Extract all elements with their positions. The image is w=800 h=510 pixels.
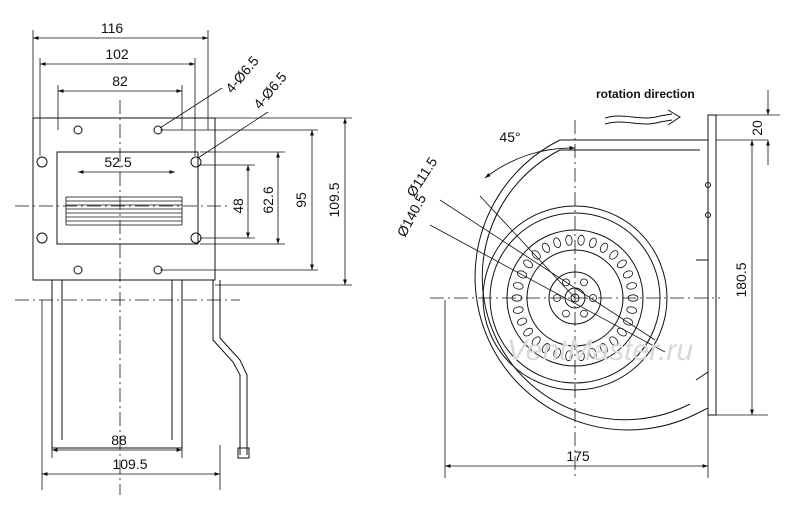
- side-dimension-lines: [32, 30, 352, 490]
- dim-20: 20: [749, 120, 765, 136]
- impeller-slot: [516, 317, 528, 326]
- flange-bolt: [705, 182, 711, 188]
- dim-dia-111-5: Ø111.5: [403, 154, 440, 200]
- mount-hole: [36, 232, 48, 244]
- hub-hole: [562, 278, 570, 287]
- hub-hole: [580, 278, 588, 287]
- impeller-slot: [609, 336, 619, 346]
- front-view: [474, 114, 717, 431]
- scroll-housing: [474, 139, 709, 431]
- dim-hole-b: 4-Ø6.5: [250, 69, 290, 112]
- impeller-slot: [577, 350, 585, 362]
- dim-102: 102: [105, 46, 129, 62]
- impeller-slot: [565, 234, 573, 246]
- impeller-slot: [622, 270, 634, 279]
- dim-116: 116: [101, 20, 124, 36]
- impeller-slot: [523, 259, 533, 269]
- mount-hole: [190, 232, 202, 244]
- front-dimension-lines: [429, 90, 780, 478]
- impeller-slot: [541, 343, 551, 354]
- mount-hole: [36, 156, 48, 168]
- dim-dia-140-5: Ø140.5: [394, 191, 430, 239]
- impeller-slot: [541, 242, 551, 253]
- dim-109-5-vert: 109.5: [326, 182, 342, 217]
- hub-hole: [562, 309, 570, 318]
- housing-body: [51, 280, 183, 449]
- dim-95: 95: [293, 192, 309, 208]
- dim-82: 82: [112, 73, 128, 89]
- outlet-flange: [707, 114, 717, 416]
- flange-plate: [32, 117, 216, 281]
- dim-109-5-bottom: 109.5: [112, 456, 147, 472]
- impeller-slot: [589, 237, 597, 249]
- mount-hole: [73, 265, 83, 275]
- mount-hole: [73, 125, 83, 135]
- dim-48: 48: [230, 198, 246, 214]
- motor-cable: [212, 280, 248, 455]
- impeller-slot: [553, 237, 561, 249]
- impeller-slot: [617, 259, 627, 269]
- mount-hole: [190, 156, 202, 168]
- impeller-slot: [512, 306, 524, 314]
- impeller-slot: [512, 282, 524, 290]
- dim-88: 88: [111, 432, 127, 448]
- dim-62-6: 62.6: [260, 186, 276, 213]
- rotation-direction-label: rotation direction: [596, 87, 695, 101]
- rotation-arrow-icon: [604, 109, 681, 126]
- impeller-slot: [609, 250, 619, 260]
- dim-180-5: 180.5: [733, 262, 749, 297]
- impeller-slot: [599, 343, 609, 354]
- impeller-blades: [65, 196, 183, 226]
- flange-tab: [695, 259, 709, 381]
- impeller-slot: [553, 347, 561, 359]
- cable-end: [237, 447, 250, 459]
- impeller-slot: [531, 250, 541, 260]
- dim-hole-a: 4-Ø6.5: [222, 53, 262, 96]
- impeller-slot: [626, 306, 638, 314]
- impeller-slots: [511, 234, 639, 362]
- impeller-slot: [626, 282, 638, 290]
- hub-hole: [589, 294, 597, 302]
- dim-52-5: 52.5: [104, 154, 131, 170]
- hub-holes: [553, 278, 597, 318]
- impeller-slot: [531, 336, 541, 346]
- hub-hole: [580, 309, 588, 318]
- side-view: [15, 100, 250, 495]
- dim-175: 175: [566, 448, 590, 464]
- impeller-slot: [523, 327, 533, 337]
- flange-bolt: [705, 212, 711, 218]
- impeller-slot: [599, 242, 609, 253]
- impeller-slot: [565, 350, 573, 362]
- watermark: VentMaster.ru: [507, 334, 693, 367]
- outlet-frame: [56, 151, 199, 245]
- impeller-slot: [577, 234, 585, 246]
- scroll-housing-inner: [481, 149, 700, 421]
- dim-45-degree: 45°: [499, 129, 520, 145]
- impeller-slot: [589, 347, 597, 359]
